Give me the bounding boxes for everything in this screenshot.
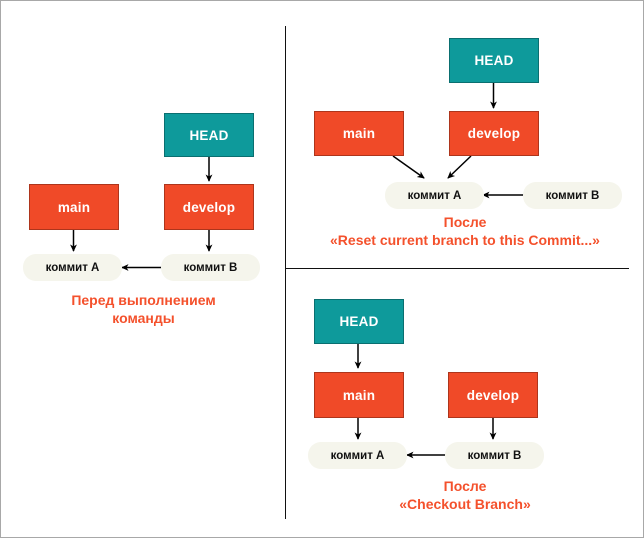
bottomright-panel-caption: После «Checkout Branch»: [399, 478, 531, 513]
left-develop-box[interactable]: develop: [164, 184, 254, 230]
bottomright-commit-b-pill[interactable]: коммит В: [445, 442, 544, 469]
left-panel-caption: Перед выполнением команды: [71, 292, 216, 327]
topright-commit-a-pill[interactable]: коммит А: [385, 182, 484, 209]
left-head-box[interactable]: HEAD: [164, 113, 254, 157]
left-commit-b-pill[interactable]: коммит В: [161, 254, 260, 281]
topright-develop-box[interactable]: develop: [449, 111, 539, 156]
bottomright-develop-box[interactable]: develop: [448, 372, 538, 418]
bottomright-head-box[interactable]: HEAD: [314, 299, 404, 344]
topright-panel-caption: После «Reset current branch to this Comm…: [330, 214, 600, 249]
arrow-develop-to-commit-a-tr: [447, 155, 472, 179]
vertical-divider: [285, 26, 286, 519]
arrow-main-to-commit-a-tr: [392, 155, 425, 179]
left-main-box[interactable]: main: [29, 184, 119, 230]
left-commit-a-pill[interactable]: коммит А: [23, 254, 122, 281]
topright-main-box[interactable]: main: [314, 111, 404, 156]
topright-commit-b-pill[interactable]: коммит В: [523, 182, 622, 209]
horizontal-divider: [286, 268, 629, 269]
topright-head-box[interactable]: HEAD: [449, 38, 539, 83]
bottomright-commit-a-pill[interactable]: коммит А: [308, 442, 407, 469]
bottomright-main-box[interactable]: main: [314, 372, 404, 418]
